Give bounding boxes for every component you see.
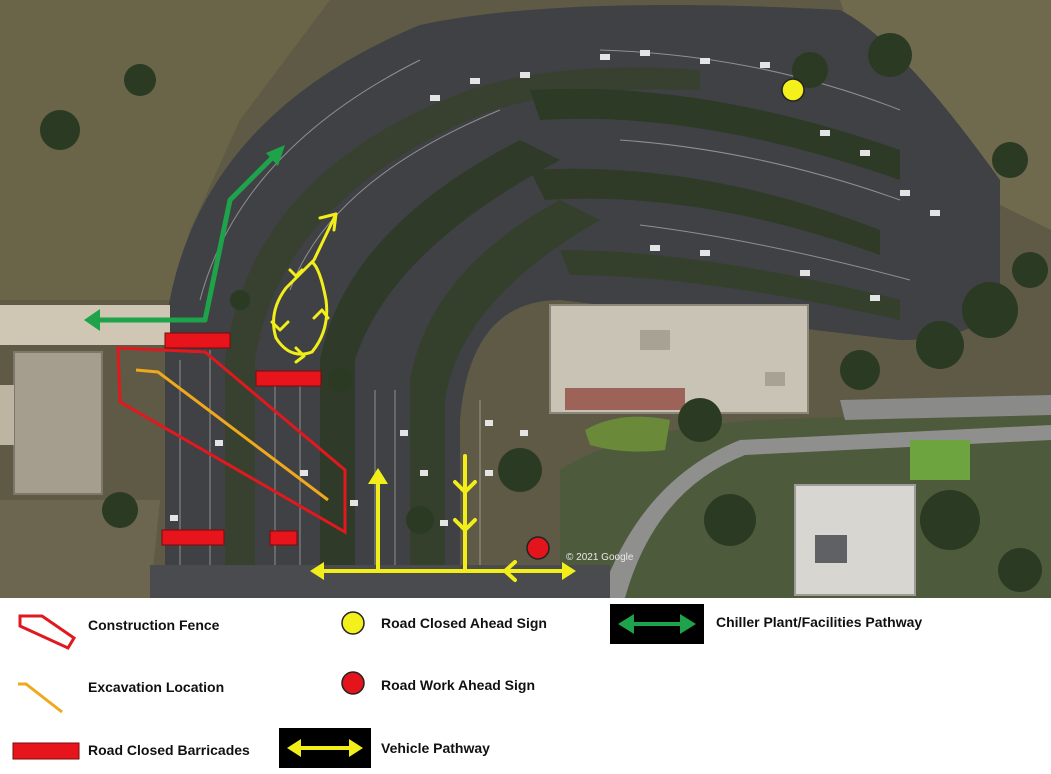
legend-chiller-pathway: Chiller Plant/Facilities Pathway — [716, 614, 923, 630]
hillside-brush — [0, 0, 330, 300]
chiller-arrowhead-w — [84, 309, 100, 331]
vehicle-loop-pathway — [270, 212, 338, 364]
legend-vehicle-pathway: Vehicle Pathway — [381, 740, 490, 756]
barricade-4 — [269, 530, 298, 546]
vehicle-arrowhead-up — [368, 468, 388, 484]
construction-fence-symbol — [18, 614, 77, 650]
courtyard — [585, 416, 670, 452]
chiller-pathway-symbol — [610, 604, 704, 644]
parked-cars — [170, 50, 940, 526]
barricade-2 — [255, 370, 322, 387]
legend-construction-fence: Construction Fence — [88, 617, 220, 633]
road-closed-sign-symbol — [341, 611, 365, 635]
chiller-pathway — [89, 149, 281, 323]
rooftop-unit-2 — [765, 372, 785, 386]
legend-road-closed-barricades: Road Closed Barricades — [88, 742, 250, 758]
road-closed-barricades — [161, 332, 322, 546]
excavation-symbol — [18, 682, 63, 714]
tree-island-middle — [320, 140, 560, 598]
campus-road — [600, 425, 1051, 598]
tree-island-inner — [410, 200, 600, 598]
campus-building — [794, 484, 916, 596]
vehicle-arrowhead-left — [310, 562, 324, 580]
barricade-3 — [161, 529, 225, 546]
vehicle-pathway-symbol — [279, 728, 371, 768]
legend-excavation-location: Excavation Location — [88, 679, 225, 695]
rooftop-unit — [640, 330, 670, 350]
aerial-map: © 2021 Google — [0, 0, 1051, 598]
barricade-symbol — [12, 742, 80, 760]
tree-row-north — [530, 88, 900, 180]
tree-row-south — [560, 250, 900, 320]
vehicle-arrowhead-right — [562, 562, 576, 580]
excavation-line — [135, 368, 329, 502]
left-building-annex — [0, 385, 14, 445]
chiller-arrowhead-ne — [266, 145, 285, 166]
road-work-sign-symbol — [341, 671, 365, 695]
tree-row-mid — [530, 168, 880, 255]
construction-fence-outline — [116, 346, 347, 535]
map-canvas — [0, 0, 1051, 598]
solar-panels — [815, 535, 847, 563]
legend-road-work-ahead-sign: Road Work Ahead Sign — [381, 677, 536, 693]
lawn — [910, 440, 970, 480]
road-closed-ahead-sign-marker — [781, 78, 805, 102]
access-road-left — [0, 305, 170, 345]
east-road — [840, 395, 1051, 420]
map-legend: Construction Fence Excavation Location R… — [0, 598, 1051, 774]
barricade-1 — [164, 332, 231, 349]
vehicle-pathway — [316, 454, 570, 582]
map-attribution: © 2021 Google — [566, 552, 634, 563]
legend-road-closed-ahead-sign: Road Closed Ahead Sign — [381, 615, 547, 631]
left-building — [13, 351, 103, 495]
trees — [40, 33, 1048, 592]
center-building-roof-detail — [565, 388, 685, 410]
road-work-ahead-sign-marker — [526, 536, 550, 560]
parking-stall-lines — [179, 49, 911, 590]
